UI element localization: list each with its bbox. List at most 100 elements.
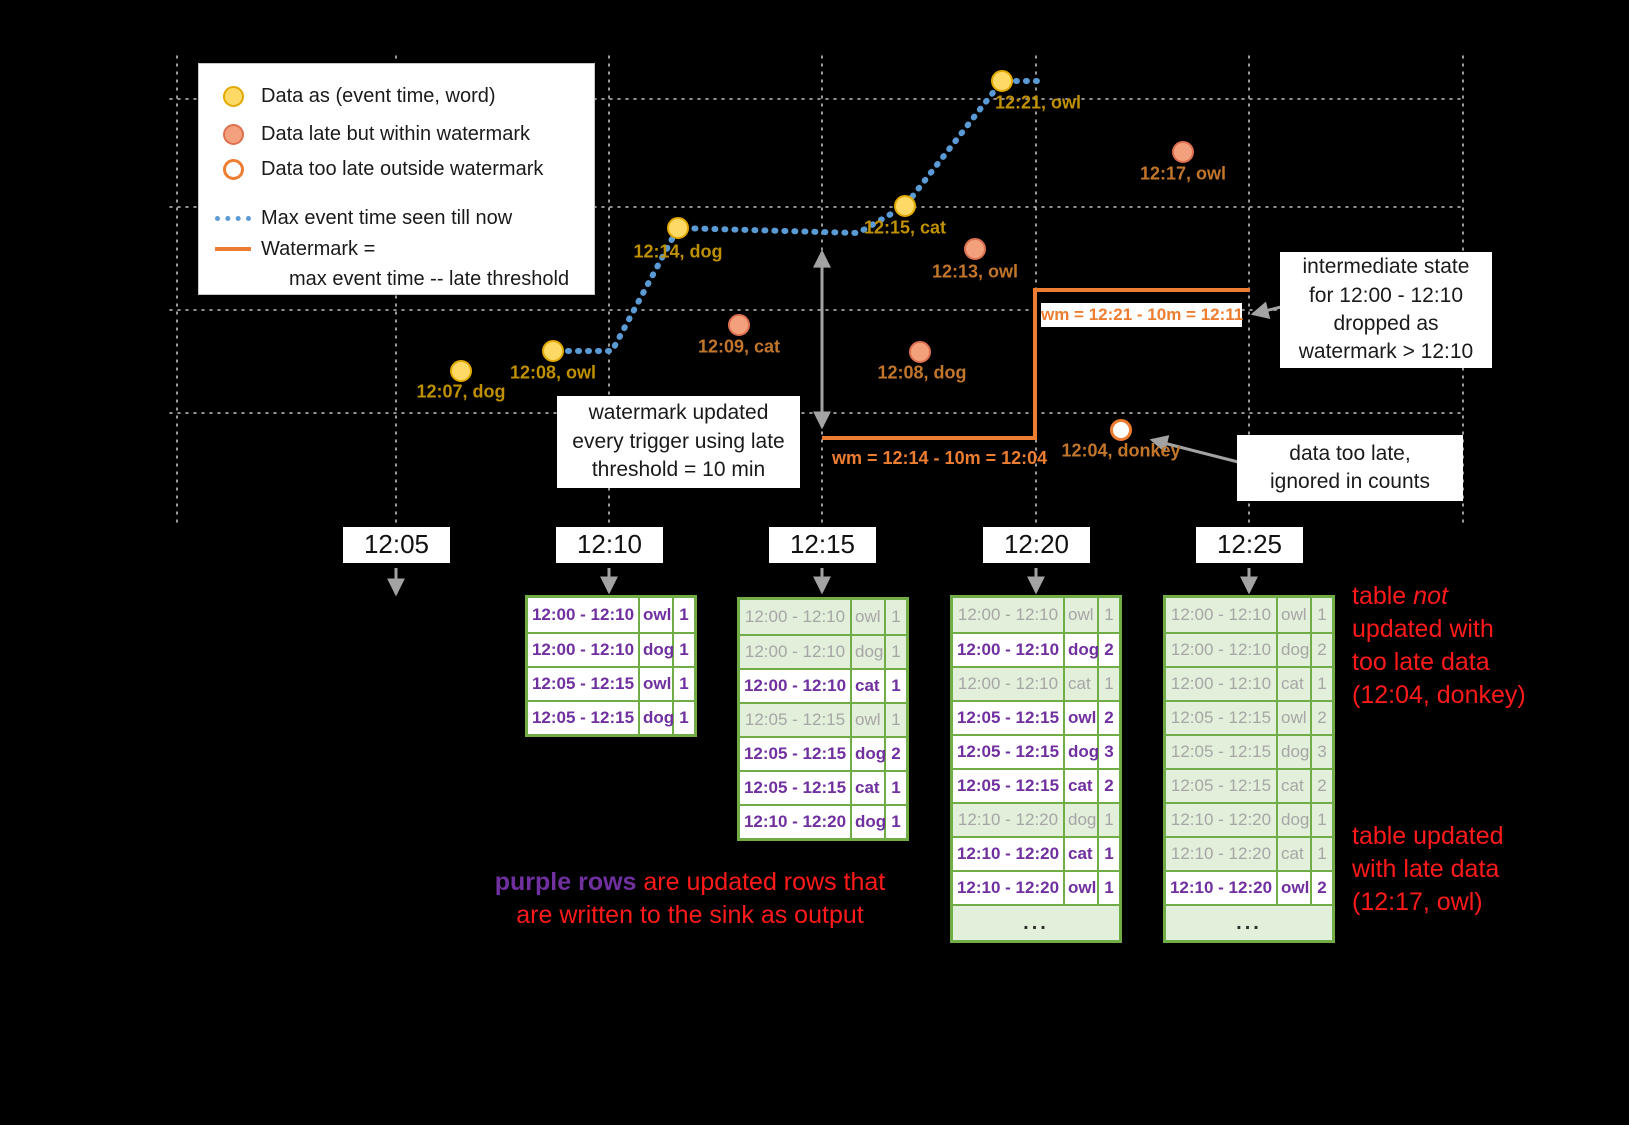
event-point-late [909, 341, 931, 363]
legend-label: Data as (event time, word) [261, 84, 496, 107]
event-point-too-late [1110, 419, 1132, 441]
watermark-step-line [822, 288, 1250, 440]
result-cell-window: 12:00 - 12:10 [1166, 668, 1278, 700]
result-cell-window: 12:10 - 12:20 [953, 872, 1065, 904]
watermark-value-1: wm = 12:14 - 10m = 12:04 [832, 448, 1048, 468]
event-point-on-time [450, 360, 472, 382]
result-cell-count: 1 [679, 708, 689, 727]
result-cell-window: 12:05 - 12:15 [953, 736, 1065, 768]
result-cell-word: dog [852, 636, 886, 668]
result-cell-count: 1 [1317, 605, 1327, 624]
result-cell-window: 12:05 - 12:15 [1166, 736, 1278, 768]
result-cell-count: 1 [1317, 674, 1327, 693]
result-cell-word: cat [1278, 838, 1312, 870]
result-cell-count: 2 [1104, 708, 1114, 727]
result-cell-window: 12:05 - 12:15 [953, 702, 1065, 734]
result-cell-window: 12:05 - 12:15 [953, 770, 1065, 802]
result-cell-window: 12:10 - 12:20 [953, 804, 1065, 836]
legend-label: max event time -- late threshold [289, 267, 570, 290]
legend: Data as (event time, word) Data late but… [198, 63, 595, 295]
result-cell-word: dog [852, 806, 886, 838]
result-cell-count: 1 [679, 674, 689, 693]
event-point-label: 12:21, owl [994, 92, 1082, 113]
result-cell-count: 1 [1317, 844, 1327, 863]
result-cell-word: cat [1065, 668, 1099, 700]
result-cell-word: owl [1065, 702, 1099, 734]
event-point-on-time [894, 195, 916, 217]
result-cell-window: 12:05 - 12:15 [740, 738, 852, 770]
trigger-time-12-25: 12:25 [1196, 527, 1303, 563]
result-cell-count: 1 [679, 605, 689, 624]
result-cell-count: 3 [1317, 742, 1327, 761]
result-cell-window: 12:00 - 12:10 [1166, 634, 1278, 666]
result-cell-word: owl [1065, 872, 1099, 904]
result-cell-count: 1 [1317, 810, 1327, 829]
legend-label: Data late but within watermark [261, 122, 531, 145]
result-cell-count: 1 [891, 812, 901, 831]
max-event-line-icon [215, 215, 251, 221]
result-cell-count: 2 [1104, 640, 1114, 659]
result-cell-word: dog [1065, 804, 1099, 836]
result-cell-count: 2 [1317, 708, 1327, 727]
result-cell-window: 12:00 - 12:10 [528, 634, 640, 666]
event-point-on-time [667, 217, 689, 239]
result-cell-window: 12:05 - 12:15 [528, 702, 640, 734]
event-point-label: 12:14, dog [633, 241, 723, 262]
event-point-late [1172, 141, 1194, 163]
note-text: table [1352, 582, 1414, 610]
event-point-label: 12:07, dog [416, 381, 506, 402]
event-point-on-time [991, 70, 1013, 92]
result-cell-count: 1 [891, 642, 901, 661]
result-cell-word: cat [852, 772, 886, 804]
result-cell-window: 12:00 - 12:10 [528, 598, 640, 632]
result-cell-window: 12:10 - 12:20 [740, 806, 852, 838]
dropped-state-arrow [1250, 301, 1286, 319]
note-text: are updated rows that are written to the… [516, 868, 886, 929]
result-cell-window: 12:00 - 12:10 [953, 634, 1065, 666]
result-cell-count: 1 [1104, 674, 1114, 693]
note-italic: not [1413, 582, 1448, 610]
watermark-value-2: wm = 12:21 - 10m = 12:11 [1041, 303, 1243, 327]
result-cell-window: 12:00 - 12:10 [1166, 598, 1278, 632]
result-cell-word: owl [1065, 598, 1099, 632]
trigger-time-12-15: 12:15 [769, 527, 876, 563]
result-cell-count: 2 [1317, 776, 1327, 795]
late-dot-icon [222, 123, 244, 145]
result-cell-window: 12:05 - 12:15 [1166, 770, 1278, 802]
result-cell-count: 1 [1104, 810, 1114, 829]
result-cell-word: dog [852, 738, 886, 770]
event-point-label: 12:08, dog [877, 362, 967, 383]
too-late-dot-icon [222, 158, 244, 180]
event-point-label: 12:09, cat [697, 336, 781, 357]
trigger-time-12-05: 12:05 [343, 527, 450, 563]
event-point-label: 12:17, owl [1139, 163, 1227, 184]
result-cell-count: 1 [1104, 605, 1114, 624]
arrows [387, 249, 1286, 597]
result-cell-count: 1 [891, 607, 901, 626]
result-cell-word: cat [852, 670, 886, 702]
callout-state-dropped: intermediate state for 12:00 - 12:10 dro… [1280, 252, 1492, 368]
result-cell-window: 12:10 - 12:20 [1166, 804, 1278, 836]
event-point-late [728, 314, 750, 336]
